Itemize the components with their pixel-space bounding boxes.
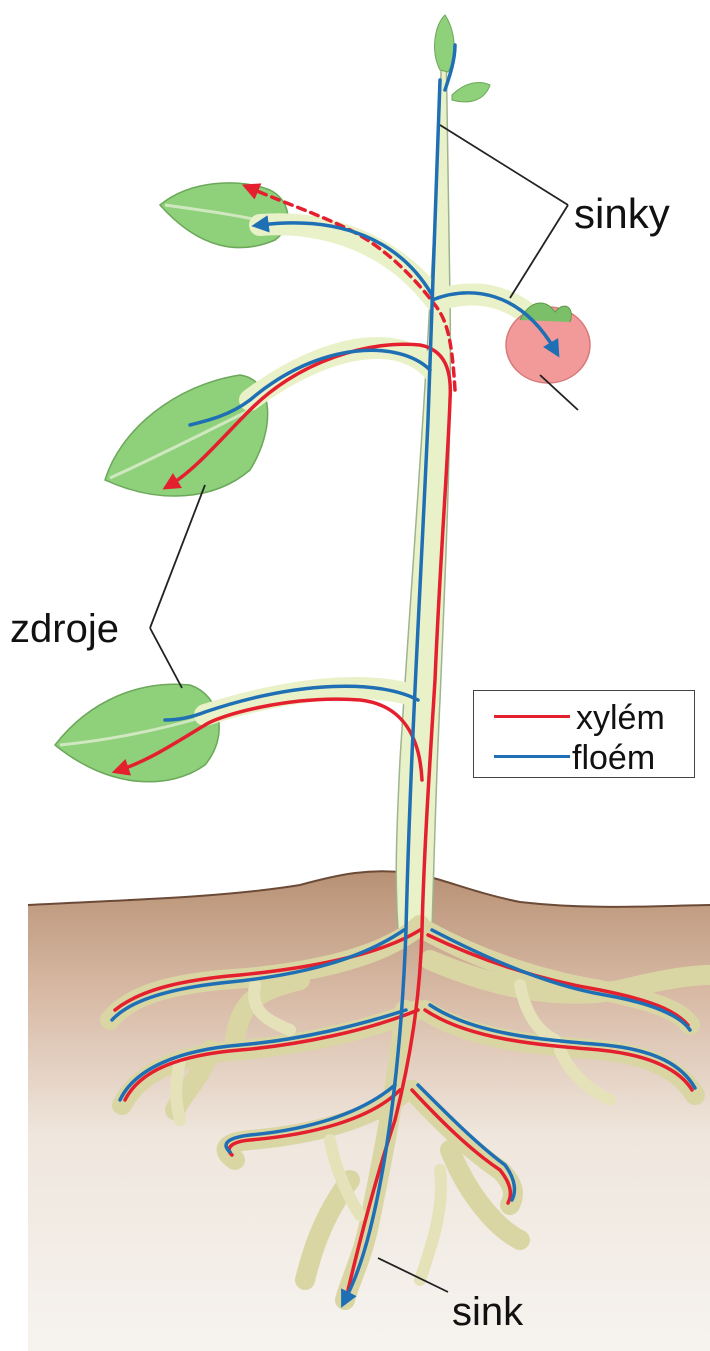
label-sources: zdroje (10, 607, 119, 652)
label-root-sink: sink (452, 1290, 523, 1335)
legend-item-phloem: floém (474, 735, 696, 775)
legend-label-phloem: floém (572, 739, 655, 778)
legend-label-xylem: xylém (576, 699, 665, 738)
label-sinks: sinky (574, 190, 670, 238)
legend-swatch-xylem (494, 715, 570, 718)
legend-swatch-phloem (494, 755, 570, 758)
legend-item-xylem: xylém (474, 695, 696, 735)
legend: xylém floém (473, 690, 695, 778)
